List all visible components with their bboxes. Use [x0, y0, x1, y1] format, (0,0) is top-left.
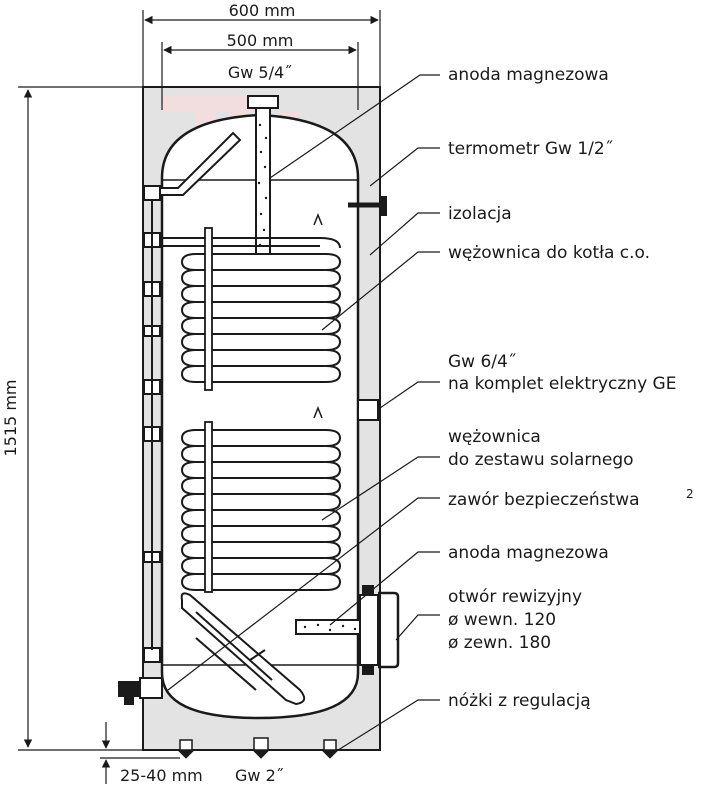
dim-bottom-connection: Gw 2˝ — [235, 766, 284, 785]
left-connectors — [143, 185, 161, 663]
dim-height: 1515 mm — [1, 380, 20, 457]
leader-lines — [167, 74, 440, 753]
dim-feet-adjust: 25-40 mm — [120, 766, 203, 785]
label-anode-top: anoda magnezowa — [448, 65, 609, 85]
adjustable-feet — [176, 737, 340, 759]
dim-outer-width: 600 mm — [229, 1, 296, 20]
dim-top-connection: Gw 5/4˝ — [228, 63, 292, 82]
heater-socket — [357, 399, 379, 421]
safety-valve — [118, 677, 163, 705]
label-heater-line1: Gw 6/4˝ — [448, 352, 516, 372]
label-inspection-line3: ø zewn. 180 — [448, 633, 551, 653]
coil-loop — [180, 365, 342, 383]
label-thermometer: termometr Gw 1/2˝ — [448, 139, 613, 159]
solar-coil — [180, 405, 342, 593]
label-coil-boiler: wężownica do kotła c.o. — [448, 243, 650, 263]
label-inspection-line2: ø wewn. 120 — [448, 610, 556, 630]
thermometer-socket — [348, 196, 387, 216]
bottom-anode — [295, 619, 365, 635]
label-safety-valve: zawór bezpieczeństwa — [448, 490, 640, 510]
label-feet: nóżki z regulacją — [448, 691, 591, 711]
label-coil-solar-line1: wężownica — [448, 427, 541, 447]
label-insulation: izolacja — [448, 204, 512, 224]
solar-coil-return — [180, 592, 306, 706]
dim-inner-width: 500 mm — [227, 31, 294, 50]
label-coil-solar-line2: do zestawu solarnego — [448, 450, 634, 470]
coil-loop — [180, 573, 342, 591]
label-heater-line2: na komplet elektryczny GE — [448, 374, 676, 394]
label-anode-bottom: anoda magnezowa — [448, 543, 609, 563]
boiler-coil — [150, 212, 342, 391]
label-inspection-line1: otwór rewizyjny — [448, 587, 582, 607]
dimension-lines — [18, 10, 381, 784]
inspection-flange — [359, 585, 400, 675]
label-safety-valve-note: 2 — [686, 487, 694, 501]
